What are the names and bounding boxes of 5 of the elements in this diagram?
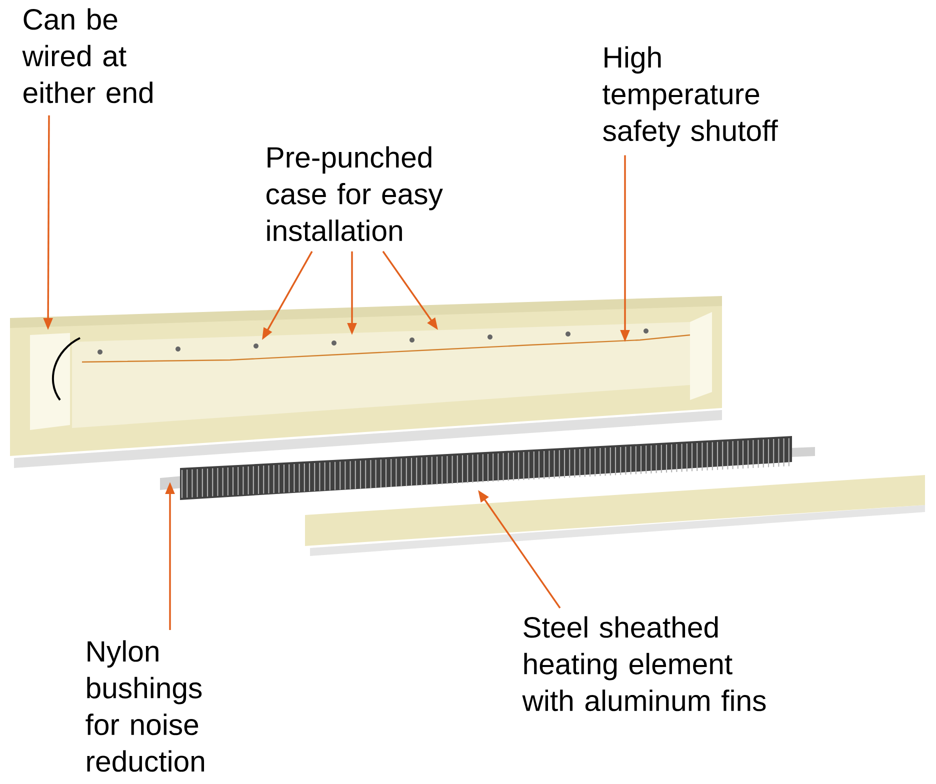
callout-text: Can be wired at either end <box>22 8 152 104</box>
callout-text: Pre-punched case for easy installation <box>266 146 443 242</box>
callout-text: Steel sheathed heating element with aluminum fins <box>522 616 766 712</box>
callout-text: High temperature safety shutoff <box>602 46 778 147</box>
callout-text: Nylon bushings for noise reduction <box>86 640 204 772</box>
